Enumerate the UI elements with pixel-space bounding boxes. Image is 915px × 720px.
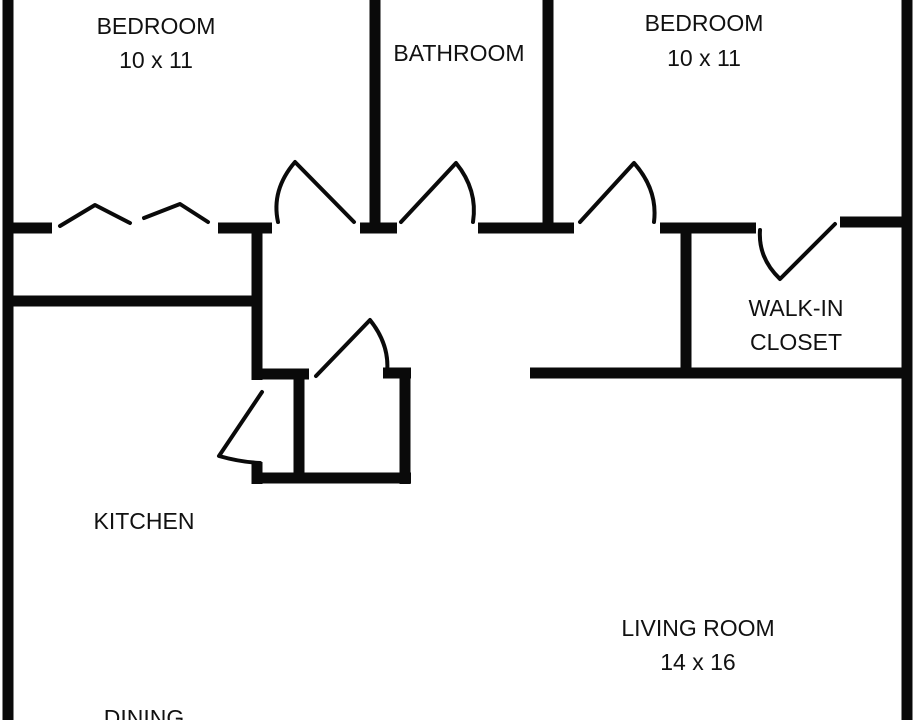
walk-in-closet-label-line2: CLOSET [750,329,842,355]
interior-walls [8,0,907,484]
dining-label: DINING [104,705,185,720]
bifold-door-closet [58,203,132,228]
kitchen-label: KITCHEN [94,508,195,534]
room-labels: BEDROOM 10 x 11 BATHROOM BEDROOM 10 x 11… [94,10,844,720]
bifold-door-closet [142,202,210,224]
bedroom-right-size: 10 x 11 [667,45,741,71]
door-walk-in-closet [757,222,837,281]
doors [58,160,837,465]
door-hall-closet [314,318,390,378]
living-room-size: 14 x 16 [660,649,735,675]
door-bedroom-left [274,160,356,224]
walk-in-closet-label-line1: WALK-IN [749,295,844,321]
door-bedroom-right [578,161,657,224]
bedroom-left-label: BEDROOM [97,13,216,39]
door-pantry [217,390,264,465]
living-room-label: LIVING ROOM [621,615,774,641]
bedroom-right-label: BEDROOM [645,10,764,36]
bathroom-label: BATHROOM [393,40,524,66]
door-bathroom [399,161,476,224]
bedroom-left-size: 10 x 11 [119,47,193,73]
